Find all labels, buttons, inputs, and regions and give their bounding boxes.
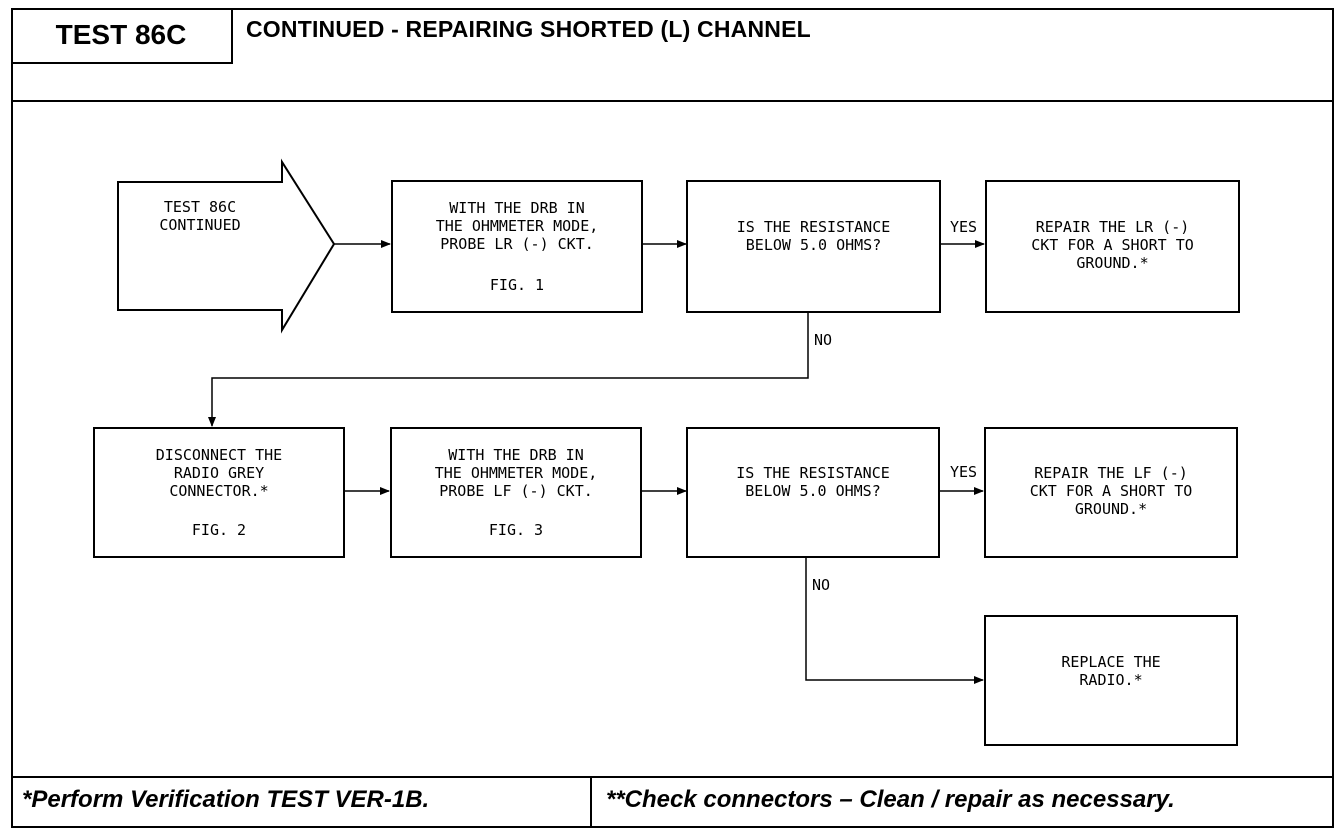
- disconnect-text: DISCONNECT THE RADIO GREY CONNECTOR.*: [155, 446, 283, 500]
- replace-radio-text: REPLACE THE RADIO.*: [1061, 653, 1161, 689]
- question-lr-text: IS THE RESISTANCE BELOW 5.0 OHMS?: [736, 218, 891, 254]
- no-label-1: NO: [814, 331, 833, 349]
- footer-divider: [11, 776, 1334, 778]
- disconnect-box: DISCONNECT THE RADIO GREY CONNECTOR.* FI…: [93, 427, 345, 558]
- start-node: TEST 86C CONTINUED: [120, 198, 280, 248]
- footer-column-divider: [590, 776, 592, 828]
- connector-question2-no: [805, 558, 984, 684]
- no-label-2: NO: [812, 576, 831, 594]
- header-divider: [11, 100, 1334, 102]
- replace-radio-box: REPLACE THE RADIO.*: [984, 615, 1238, 746]
- page-frame: [11, 8, 1334, 828]
- repair-lr-text: REPAIR THE LR (-) CKT FOR A SHORT TO GRO…: [1031, 218, 1194, 272]
- repair-lr-box: REPAIR THE LR (-) CKT FOR A SHORT TO GRO…: [985, 180, 1240, 313]
- question-lr-box: IS THE RESISTANCE BELOW 5.0 OHMS?: [686, 180, 941, 313]
- repair-lf-text: REPAIR THE LF (-) CKT FOR A SHORT TO GRO…: [1029, 464, 1193, 518]
- probe-lr-fig: FIG. 1: [489, 276, 545, 294]
- probe-lr-box: WITH THE DRB IN THE OHMMETER MODE, PROBE…: [391, 180, 643, 313]
- connector-question1-no: [208, 312, 809, 427]
- start-node-label: TEST 86C CONTINUED: [159, 198, 241, 234]
- yes-label-1: YES: [950, 218, 978, 236]
- start-arrow-shape: [117, 158, 336, 334]
- probe-lr-text: WITH THE DRB IN THE OHMMETER MODE, PROBE…: [435, 199, 599, 253]
- disconnect-fig: FIG. 2: [191, 521, 247, 539]
- probe-lf-box: WITH THE DRB IN THE OHMMETER MODE, PROBE…: [390, 427, 642, 558]
- footer-note-left: *Perform Verification TEST VER-1B.: [22, 786, 430, 813]
- repair-lf-box: REPAIR THE LF (-) CKT FOR A SHORT TO GRO…: [984, 427, 1238, 558]
- question-lf-box: IS THE RESISTANCE BELOW 5.0 OHMS?: [686, 427, 940, 558]
- page-title: CONTINUED - REPAIRING SHORTED (L) CHANNE…: [246, 16, 811, 42]
- footer-note-right: **Check connectors – Clean / repair as n…: [606, 786, 1175, 813]
- probe-lf-text: WITH THE DRB IN THE OHMMETER MODE, PROBE…: [434, 446, 598, 500]
- test-id-label: TEST 86C: [11, 8, 233, 64]
- question-lf-text: IS THE RESISTANCE BELOW 5.0 OHMS?: [736, 464, 890, 500]
- yes-label-2: YES: [950, 463, 978, 481]
- probe-lf-fig: FIG. 3: [488, 521, 544, 539]
